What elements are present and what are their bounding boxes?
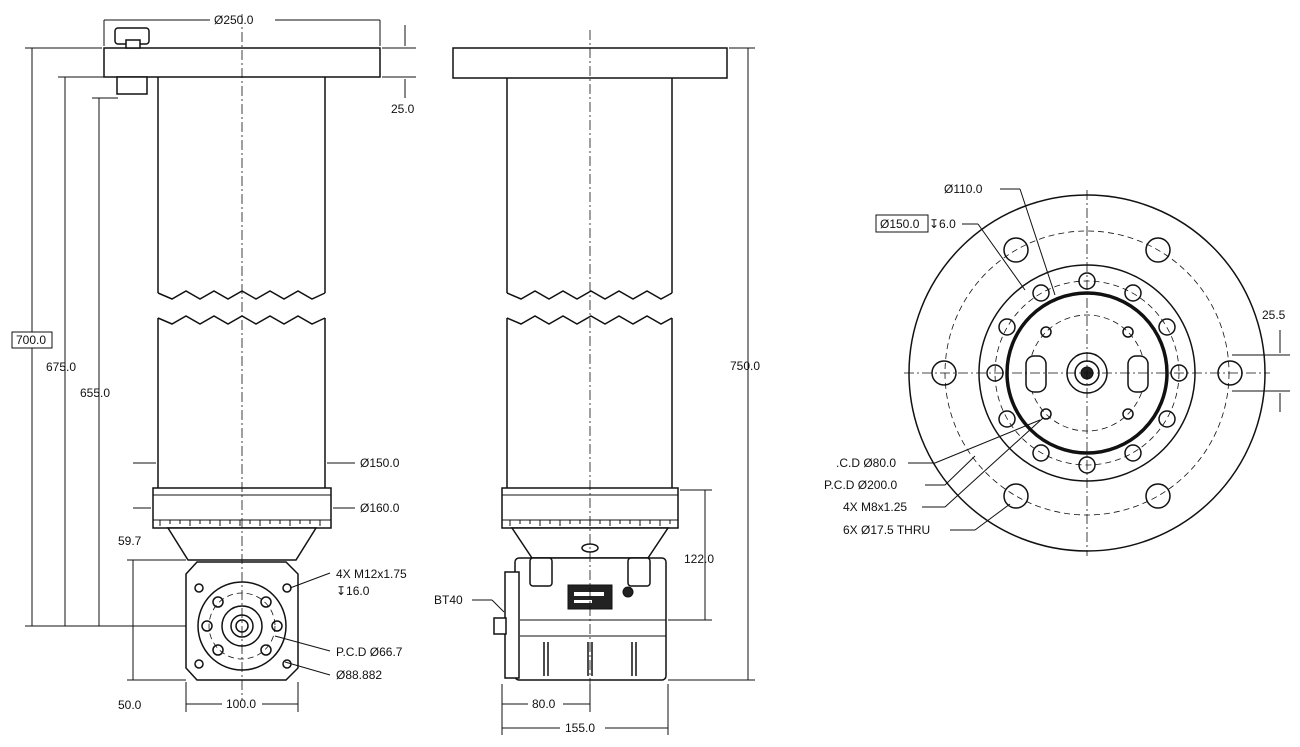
dim-side-head-width: 155.0: [565, 721, 595, 735]
dim-top-pcd80: .C.D Ø80.0: [836, 456, 896, 470]
dim-head-height: 50.0: [118, 698, 142, 712]
side-tube-upper: [506, 78, 673, 293]
front-view: Ø250.0 25.0 700.0 675.0 655.0 Ø150.0 Ø16…: [11, 13, 416, 712]
scale-ticks: [159, 520, 321, 526]
dim-tap-spec: 4X M12x1.75: [336, 567, 407, 581]
dim-top-spigot-depth: ↧6.0: [929, 217, 956, 231]
side-view: 750.0 122.0 BT40 80.0 155.0: [434, 30, 760, 735]
front-tube-lower: [157, 318, 326, 488]
dim-top-pcd200: P.C.D Ø200.0: [824, 478, 897, 492]
dim-top-bore: Ø110.0: [944, 182, 983, 196]
side-break-lower: [506, 315, 673, 325]
front-break-upper: [157, 290, 326, 300]
dim-top-spigot-box: [875, 214, 929, 233]
side-break-upper: [506, 290, 673, 300]
dim-length-2: 675.0: [46, 360, 76, 374]
dim-head-width: 100.0: [226, 697, 256, 711]
dim-pcd: P.C.D Ø66.7: [336, 645, 403, 659]
top-view: Ø110.0 Ø150.0 ↧6.0 25.5 .C.D Ø80.0 P.C.D…: [824, 182, 1290, 556]
dim-side-head-height: 122.0: [684, 552, 714, 566]
dim-tube-diameter: Ø150.0: [360, 456, 400, 470]
bolt-nut: [116, 76, 148, 95]
side-spindle-nose: [493, 617, 507, 635]
dim-top-thru: 6X Ø17.5 THRU: [843, 523, 930, 537]
dim-top-tap: 4X M8x1.25: [843, 500, 907, 514]
dim-tap-depth: ↧16.0: [336, 584, 370, 598]
dim-flange-diameter: Ø250.0: [214, 13, 254, 27]
dim-head-offset: 59.7: [118, 534, 142, 548]
bolt-stem: [125, 39, 141, 49]
dim-top-offset: 25.5: [1262, 308, 1286, 322]
front-break-lower: [157, 315, 326, 325]
front-tube-upper: [157, 77, 326, 293]
dim-side-spindle-offset: 80.0: [532, 697, 556, 711]
dim-collar-diameter: Ø160.0: [360, 501, 400, 515]
dim-top-spigot: Ø150.0: [880, 217, 920, 231]
dim-pilot-diameter: Ø88.882: [336, 668, 382, 682]
side-ribs: [543, 642, 637, 676]
label-spindle: BT40: [434, 593, 463, 607]
top-slot-right: [1127, 355, 1149, 393]
side-spindle-housing: [504, 571, 520, 679]
top-slot-left: [1025, 355, 1047, 393]
dim-length-3: 655.0: [80, 386, 110, 400]
dim-overall-length: 700.0: [16, 333, 46, 347]
side-tube-lower: [506, 318, 673, 488]
dim-side-overall: 750.0: [730, 359, 760, 373]
dim-overall-box: [11, 331, 53, 349]
dim-flange-thickness: 25.0: [391, 102, 415, 116]
